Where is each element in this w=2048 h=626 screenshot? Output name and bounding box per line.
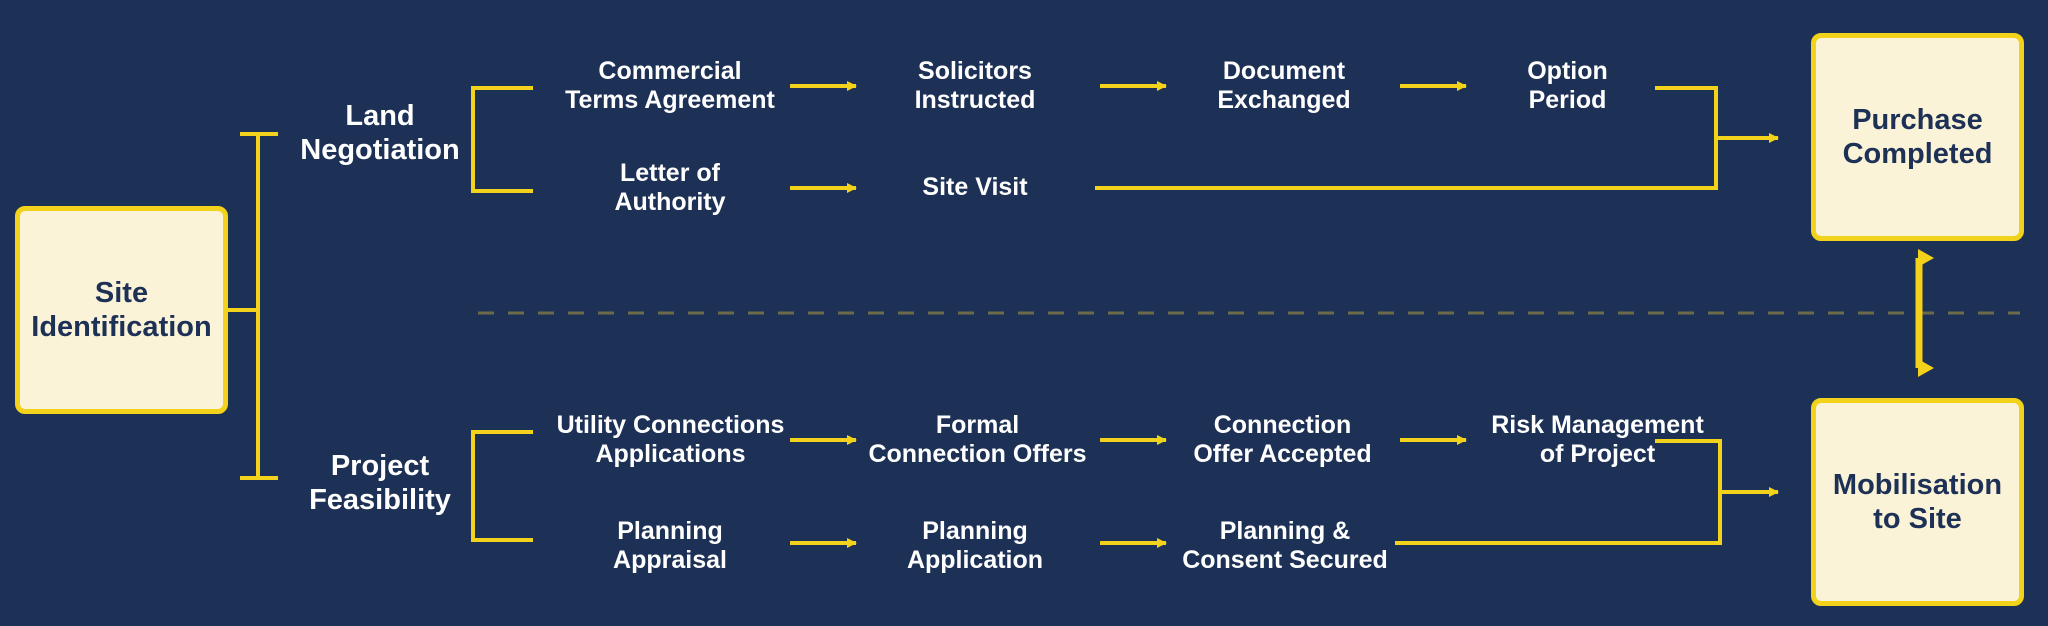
- step-connection-offer-accepted[interactable]: Connection Offer Accepted: [1165, 402, 1400, 478]
- step-letter-of-authority-label: Letter of Authority: [614, 159, 726, 216]
- step-planning-consent-secured-label: Planning & Consent Secured: [1182, 517, 1388, 574]
- split-bracket-land-negotiation: [471, 86, 533, 193]
- step-connection-offer-accepted-label: Connection Offer Accepted: [1193, 411, 1372, 468]
- step-site-visit[interactable]: Site Visit: [860, 165, 1090, 209]
- node-site-identification-label: Site Identification: [31, 276, 212, 343]
- node-mobilisation-to-site-label: Mobilisation to Site: [1832, 468, 2003, 535]
- step-planning-application[interactable]: Planning Application: [860, 508, 1090, 584]
- phase-label-land-negotiation-text: Land Negotiation: [300, 99, 460, 166]
- node-site-identification[interactable]: Site Identification: [15, 206, 228, 414]
- step-risk-management-of-project[interactable]: Risk Management of Project: [1470, 402, 1725, 478]
- phase-label-land-negotiation: Land Negotiation: [290, 93, 470, 173]
- step-solicitors-instructed[interactable]: Solicitors Instructed: [860, 48, 1090, 124]
- step-utility-connections-applications[interactable]: Utility Connections Applications: [538, 402, 803, 478]
- step-option-period[interactable]: Option Period: [1470, 48, 1665, 124]
- node-mobilisation-to-site[interactable]: Mobilisation to Site: [1811, 398, 2024, 606]
- step-formal-connection-offers[interactable]: Formal Connection Offers: [855, 402, 1100, 478]
- step-site-visit-label: Site Visit: [922, 172, 1028, 201]
- split-bracket-project-feasibility: [471, 430, 533, 542]
- step-letter-of-authority[interactable]: Letter of Authority: [545, 150, 795, 226]
- step-document-exchanged-label: Document Exchanged: [1217, 57, 1351, 114]
- phase-bracket-left: [228, 132, 278, 480]
- phase-label-project-feasibility: Project Feasibility: [290, 443, 470, 523]
- step-risk-management-of-project-label: Risk Management of Project: [1491, 411, 1704, 468]
- step-planning-consent-secured[interactable]: Planning & Consent Secured: [1160, 508, 1410, 584]
- phase-label-project-feasibility-text: Project Feasibility: [309, 449, 451, 516]
- step-option-period-label: Option Period: [1527, 57, 1608, 114]
- step-utility-connections-applications-label: Utility Connections Applications: [556, 411, 785, 468]
- node-purchase-completed[interactable]: Purchase Completed: [1811, 33, 2024, 241]
- step-planning-appraisal-label: Planning Appraisal: [613, 517, 727, 574]
- step-formal-connection-offers-label: Formal Connection Offers: [868, 411, 1087, 468]
- step-planning-application-label: Planning Application: [906, 517, 1044, 574]
- step-document-exchanged[interactable]: Document Exchanged: [1170, 48, 1398, 124]
- node-purchase-completed-label: Purchase Completed: [1842, 103, 1993, 170]
- step-solicitors-instructed-label: Solicitors Instructed: [914, 57, 1036, 114]
- step-commercial-terms-agreement[interactable]: Commercial Terms Agreement: [545, 48, 795, 124]
- step-planning-appraisal[interactable]: Planning Appraisal: [545, 508, 795, 584]
- step-commercial-terms-agreement-label: Commercial Terms Agreement: [565, 57, 775, 114]
